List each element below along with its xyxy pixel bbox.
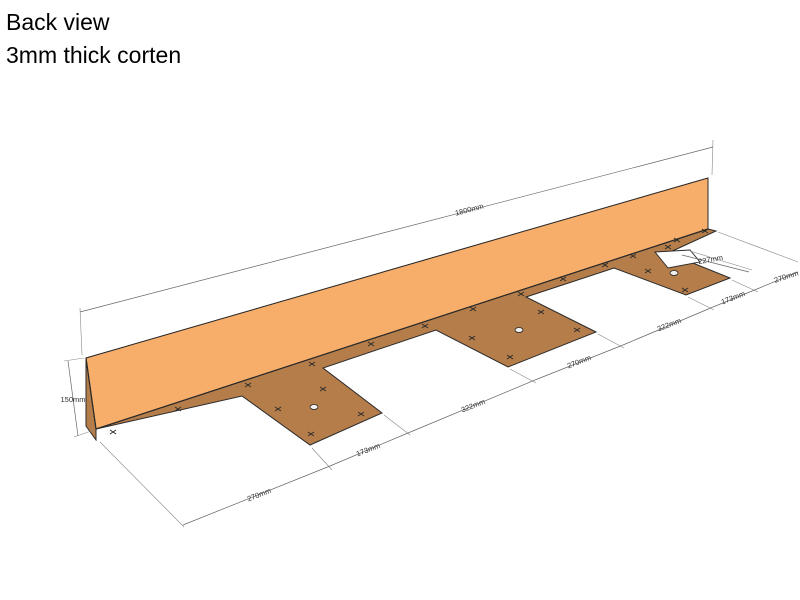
dim-tab3-inner: 227mm [681, 250, 753, 273]
vertical-face [85, 177, 709, 430]
stake-hole [514, 327, 524, 333]
screw-hole [664, 244, 672, 250]
stake-hole [309, 404, 319, 410]
label-tab1-depth: 270mm [246, 486, 273, 503]
screw-hole [307, 431, 315, 437]
screw-hole [367, 341, 375, 347]
screw-hole [109, 429, 117, 435]
title-material: 3mm thick corten [6, 42, 182, 68]
screw-hole [517, 291, 525, 297]
screw-hole [537, 309, 545, 315]
screw-holes [109, 228, 709, 437]
label-tab3-inner: 227mm [697, 253, 723, 266]
dim-height: 150mm [60, 357, 95, 438]
tab-notch [654, 249, 701, 269]
label-overall-length: 1800mm [454, 201, 485, 217]
dim-gap1: 322mm [407, 368, 537, 434]
stake-holes [309, 270, 679, 410]
screw-hole [308, 361, 316, 367]
face-bottom-edge [95, 228, 709, 430]
label-tab1-width: 173mm [355, 441, 382, 458]
label-tab3-width: 173mm [720, 289, 747, 306]
screw-hole [506, 354, 514, 360]
screw-hole [629, 253, 637, 259]
dim-gap2: 322mm [622, 296, 715, 346]
dim-tab3-depth: 270mm [717, 231, 800, 290]
screw-hole [681, 287, 689, 293]
screw-hole [319, 386, 327, 392]
label-gap1: 322mm [460, 397, 487, 414]
label-tab2-depth: 270mm [566, 353, 593, 370]
screw-hole [701, 228, 709, 234]
screw-hole [673, 237, 681, 243]
screw-hole [469, 306, 477, 312]
title-block: Back view 3mm thick corten [6, 6, 181, 72]
label-height: 150mm [60, 395, 85, 404]
screw-hole [573, 327, 581, 333]
screw-hole [468, 335, 476, 341]
stake-hole [669, 270, 679, 276]
screw-hole [174, 406, 182, 412]
screw-hole [601, 262, 609, 268]
screw-hole [357, 411, 365, 417]
label-tab3-depth: 270mm [773, 268, 800, 284]
screw-hole [244, 382, 252, 388]
face-left-edge [85, 357, 97, 430]
screw-hole [274, 406, 282, 412]
title-back-view: Back view [6, 9, 110, 35]
screw-hole [421, 323, 429, 329]
dim-tab3-width: 173mm [712, 279, 759, 308]
screw-hole [559, 276, 567, 282]
screw-hole [644, 268, 652, 274]
dim-tab1-depth: 270mm [99, 441, 333, 528]
label-gap2: 322mm [656, 316, 683, 333]
